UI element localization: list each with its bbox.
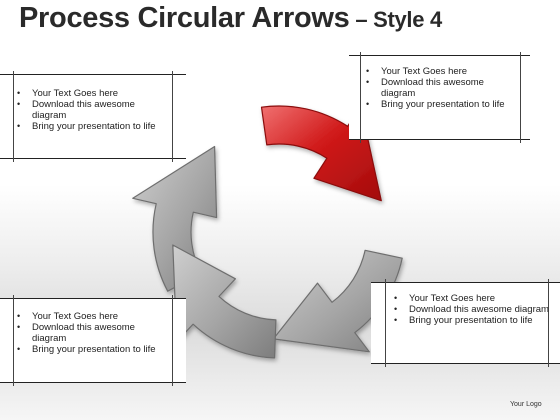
bullet-item: Your Text Goes here bbox=[14, 88, 169, 99]
text-box-top-right: Your Text Goes here Download this awesom… bbox=[349, 52, 530, 143]
bullet-item: Bring your presentation to life bbox=[14, 344, 169, 355]
bullet-item: Download this awesome diagram bbox=[363, 77, 513, 99]
arrow-segment-bottom-left bbox=[172, 244, 277, 359]
bullet-item: Download this awesome diagram bbox=[14, 99, 169, 121]
title-main: Process Circular Arrows bbox=[19, 2, 350, 34]
bullet-item: Your Text Goes here bbox=[391, 293, 551, 304]
bullet-item: Download this awesome diagram bbox=[391, 304, 551, 315]
box-divider-left bbox=[385, 279, 386, 367]
bullet-list: Your Text Goes here Download this awesom… bbox=[391, 293, 551, 326]
box-divider-right bbox=[520, 52, 521, 143]
box-divider-right bbox=[172, 71, 173, 162]
bullet-item: Your Text Goes here bbox=[14, 311, 169, 322]
bullet-item: Download this awesome diagram bbox=[14, 322, 169, 344]
bullet-list: Your Text Goes here Download this awesom… bbox=[363, 66, 513, 110]
text-box-top-left: Your Text Goes here Download this awesom… bbox=[0, 71, 186, 162]
page-title: Process Circular Arrows – Style 4 bbox=[19, 2, 442, 35]
logo-text: Your Logo bbox=[510, 401, 542, 408]
text-box-bottom-right: Your Text Goes here Download this awesom… bbox=[371, 279, 560, 367]
bullet-list: Your Text Goes here Download this awesom… bbox=[14, 311, 169, 355]
bullet-item: Bring your presentation to life bbox=[14, 121, 169, 132]
bullet-item: Your Text Goes here bbox=[363, 66, 513, 77]
bullet-item: Bring your presentation to life bbox=[363, 99, 513, 110]
box-divider-left bbox=[360, 52, 361, 143]
bullet-item: Bring your presentation to life bbox=[391, 315, 551, 326]
box-divider-right bbox=[172, 295, 173, 386]
text-box-bottom-left: Your Text Goes here Download this awesom… bbox=[0, 295, 186, 386]
bullet-list: Your Text Goes here Download this awesom… bbox=[14, 88, 169, 132]
title-style: – Style 4 bbox=[349, 7, 442, 32]
